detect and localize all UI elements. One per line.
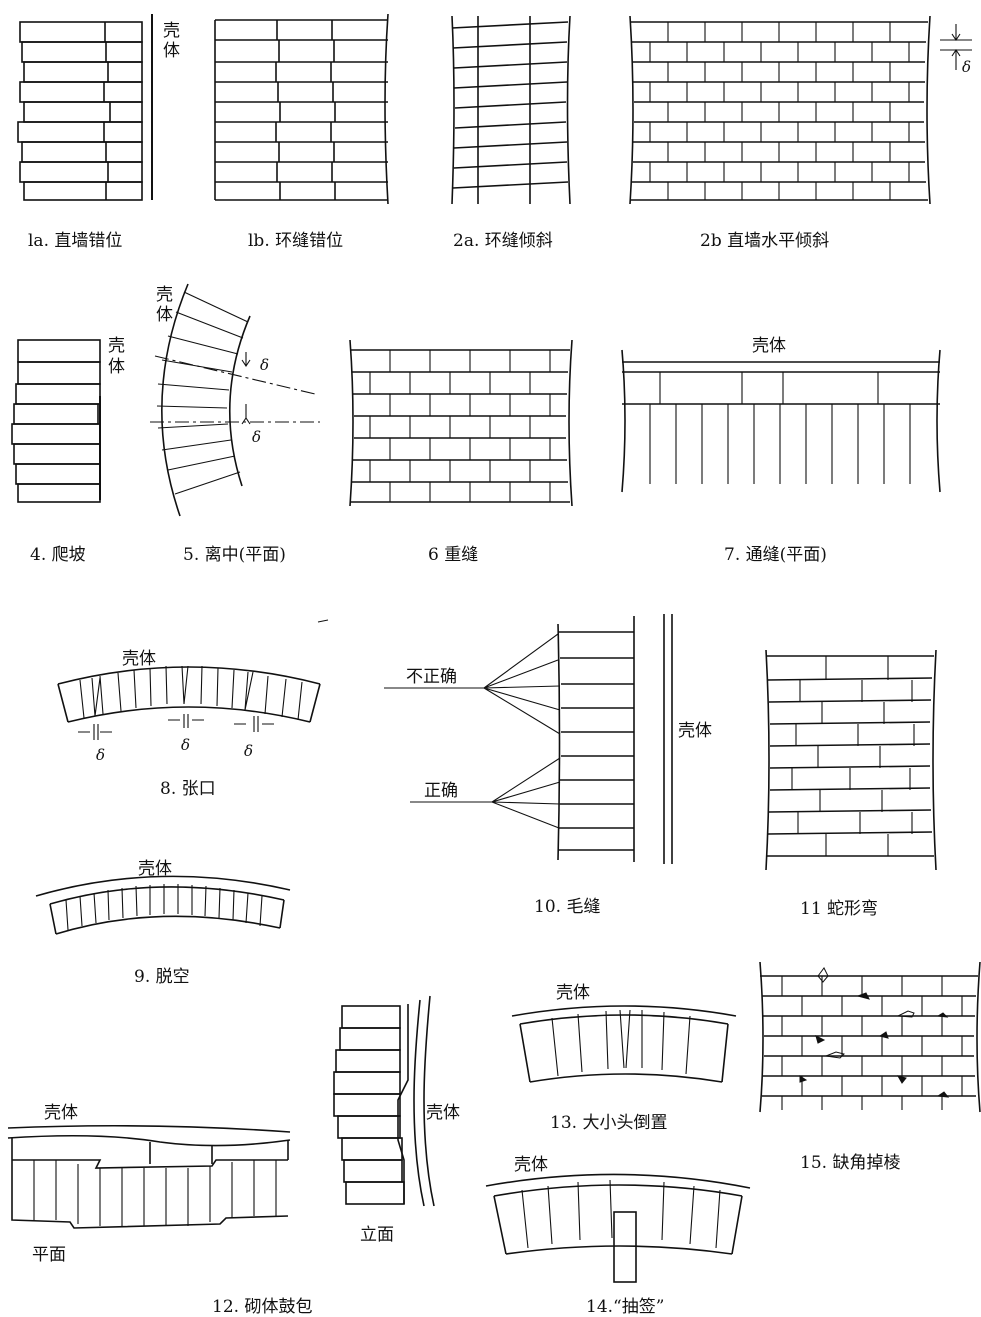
fig12-plan-shell — [7, 1124, 291, 1147]
fig9-joints — [65, 884, 263, 931]
fig5-shell-label-1: 壳 — [156, 285, 173, 305]
stray-mark — [317, 619, 329, 623]
fig11-head-joints — [791, 656, 915, 856]
fig8-delta-3: δ — [244, 742, 253, 760]
fig11-bricks — [765, 649, 937, 871]
fig10-caption: 10. 毛缝 — [534, 897, 600, 917]
figure-5-off-center-plan: δ δ 壳 体 5. 离中(平面) — [150, 283, 320, 565]
figure-1a-straight-wall-misalignment: 壳 体 la. 直墙错位 — [17, 14, 180, 251]
fig1a-caption: la. 直墙错位 — [28, 231, 122, 251]
fig5-delta-symbol-2: δ — [252, 428, 261, 446]
fig10-correct-label: 正确 — [424, 781, 458, 801]
fig15-caption: 15. 缺角掉棱 — [800, 1153, 900, 1173]
fig2a-bricks — [451, 15, 571, 205]
fig2b-delta-marker — [940, 24, 972, 70]
fig6-bricks — [349, 339, 573, 507]
fig15-chips — [799, 967, 950, 1098]
fig5-offset-axes — [150, 352, 320, 425]
fig10-shell-label: 壳体 — [678, 721, 712, 741]
figure-9-hollowing: 壳体 9. 脱空 — [35, 859, 291, 987]
fig13-joints — [551, 1009, 691, 1077]
fig2b-head-joints — [649, 22, 910, 200]
fig12-elevation-bricks — [333, 1005, 405, 1205]
figure-1b-ring-joint-misalignment: lb. 环缝错位 — [214, 13, 389, 251]
fig15-head-joints — [781, 976, 963, 1110]
fig12-plan-label: 平面 — [32, 1245, 66, 1265]
fig1a-shell-label-1: 壳 — [163, 21, 180, 41]
fig12-plan-bricks — [11, 1138, 289, 1229]
fig5-radial-joints — [156, 291, 249, 495]
fig14-protruding-brick — [613, 1211, 637, 1283]
figure-7-through-joints-plan: 壳体 7. 通缝(平面) — [621, 336, 941, 565]
fig5-arcs — [161, 283, 251, 517]
fig12-plan-joints — [33, 1160, 277, 1226]
fig10-bricks — [557, 616, 635, 862]
fig1b-bricks — [214, 13, 389, 205]
fig14-shell-label: 壳体 — [514, 1155, 548, 1175]
fig4-caption: 4. 爬坡 — [30, 545, 86, 565]
fig10-incorrect-label: 不正确 — [406, 667, 457, 687]
fig14-joints — [521, 1179, 721, 1249]
fig2a-caption: 2a. 环缝倾斜 — [453, 231, 553, 251]
fig12-elevation-label: 立面 — [360, 1225, 394, 1245]
fig5-delta-symbol-1: δ — [260, 356, 269, 374]
figure-15-chipped-corners: 15. 缺角掉棱 — [759, 961, 981, 1173]
fig13-caption: 13. 大小头倒置 — [550, 1113, 667, 1133]
figure-2a-ring-joint-tilt: 2a. 环缝倾斜 — [451, 15, 571, 251]
figure-8-gap-opening: δ δ δ 壳体 8. 张口 — [57, 649, 321, 799]
fig12-elevation-shell — [397, 995, 435, 1207]
figure-14-drawing-lots: 壳体 14.“抽签” — [485, 1155, 751, 1317]
fig8-radial-joints — [79, 665, 303, 721]
fig4-bricks — [11, 339, 101, 503]
fig8-delta-1: δ — [96, 746, 105, 764]
fig10-leader-lines — [384, 633, 561, 829]
fig2b-caption: 2b 直墙水平倾斜 — [700, 231, 829, 251]
fig8-arcs — [57, 666, 321, 723]
fig5-shell-label-2: 体 — [156, 305, 173, 325]
fig6-caption: 6 重缝 — [428, 545, 478, 565]
fig13-arcs — [511, 1005, 737, 1083]
fig8-delta-2: δ — [181, 736, 190, 754]
fig11-caption: 11 蛇形弯 — [800, 899, 878, 919]
fig7-shell-label: 壳体 — [752, 336, 786, 356]
fig7-caption: 7. 通缝(平面) — [724, 545, 827, 565]
fig8-delta-markers — [78, 714, 274, 740]
fig12-shell-label-plan: 壳体 — [44, 1103, 78, 1123]
fig12-caption: 12. 砌体鼓包 — [212, 1297, 312, 1317]
fig6-head-joints — [369, 350, 551, 502]
figure-2b-straight-wall-horizontal-tilt: δ 2b 直墙水平倾斜 — [629, 15, 972, 251]
fig9-shell-label: 壳体 — [138, 859, 172, 879]
fig10-shell-lines — [663, 614, 673, 864]
fig5-caption: 5. 离中(平面) — [183, 545, 286, 565]
fig8-shell-label: 壳体 — [122, 649, 156, 669]
fig2b-delta-symbol: δ — [962, 58, 971, 76]
fig1a-shell-label-2: 体 — [163, 41, 180, 61]
fig9-caption: 9. 脱空 — [134, 967, 190, 987]
fig1b-caption: lb. 环缝错位 — [248, 231, 343, 251]
figure-10-rough-joints: 不正确 正确 壳体 10. 毛缝 — [384, 614, 712, 917]
fig2b-bricks — [629, 15, 931, 205]
fig4-shell-label-1: 壳 — [108, 336, 125, 356]
figure-6-overlapping-joints: 6 重缝 — [349, 339, 573, 565]
fig12-shell-label-elevation: 壳体 — [426, 1103, 460, 1123]
fig8-caption: 8. 张口 — [160, 779, 216, 799]
figure-4-climbing-slope: 壳 体 4. 爬坡 — [11, 336, 125, 565]
fig9-arcs — [35, 875, 291, 935]
fig7-outline — [621, 349, 941, 493]
figure-11-serpentine-bend: 11 蛇形弯 — [765, 649, 937, 919]
figure-12-masonry-bulge: 壳体 平面 壳体 立面 12. 砌体鼓包 — [7, 995, 460, 1317]
figure-13-reversed-taper: 壳体 13. 大小头倒置 — [511, 983, 737, 1133]
fig4-shell-label-2: 体 — [108, 357, 125, 377]
fig14-arcs — [485, 1173, 751, 1255]
fig7-joints — [649, 372, 911, 484]
fig13-shell-label: 壳体 — [556, 983, 590, 1003]
fig15-bricks — [759, 961, 981, 1113]
fig14-caption: 14.“抽签” — [586, 1297, 664, 1317]
fig1a-bricks — [17, 21, 143, 201]
